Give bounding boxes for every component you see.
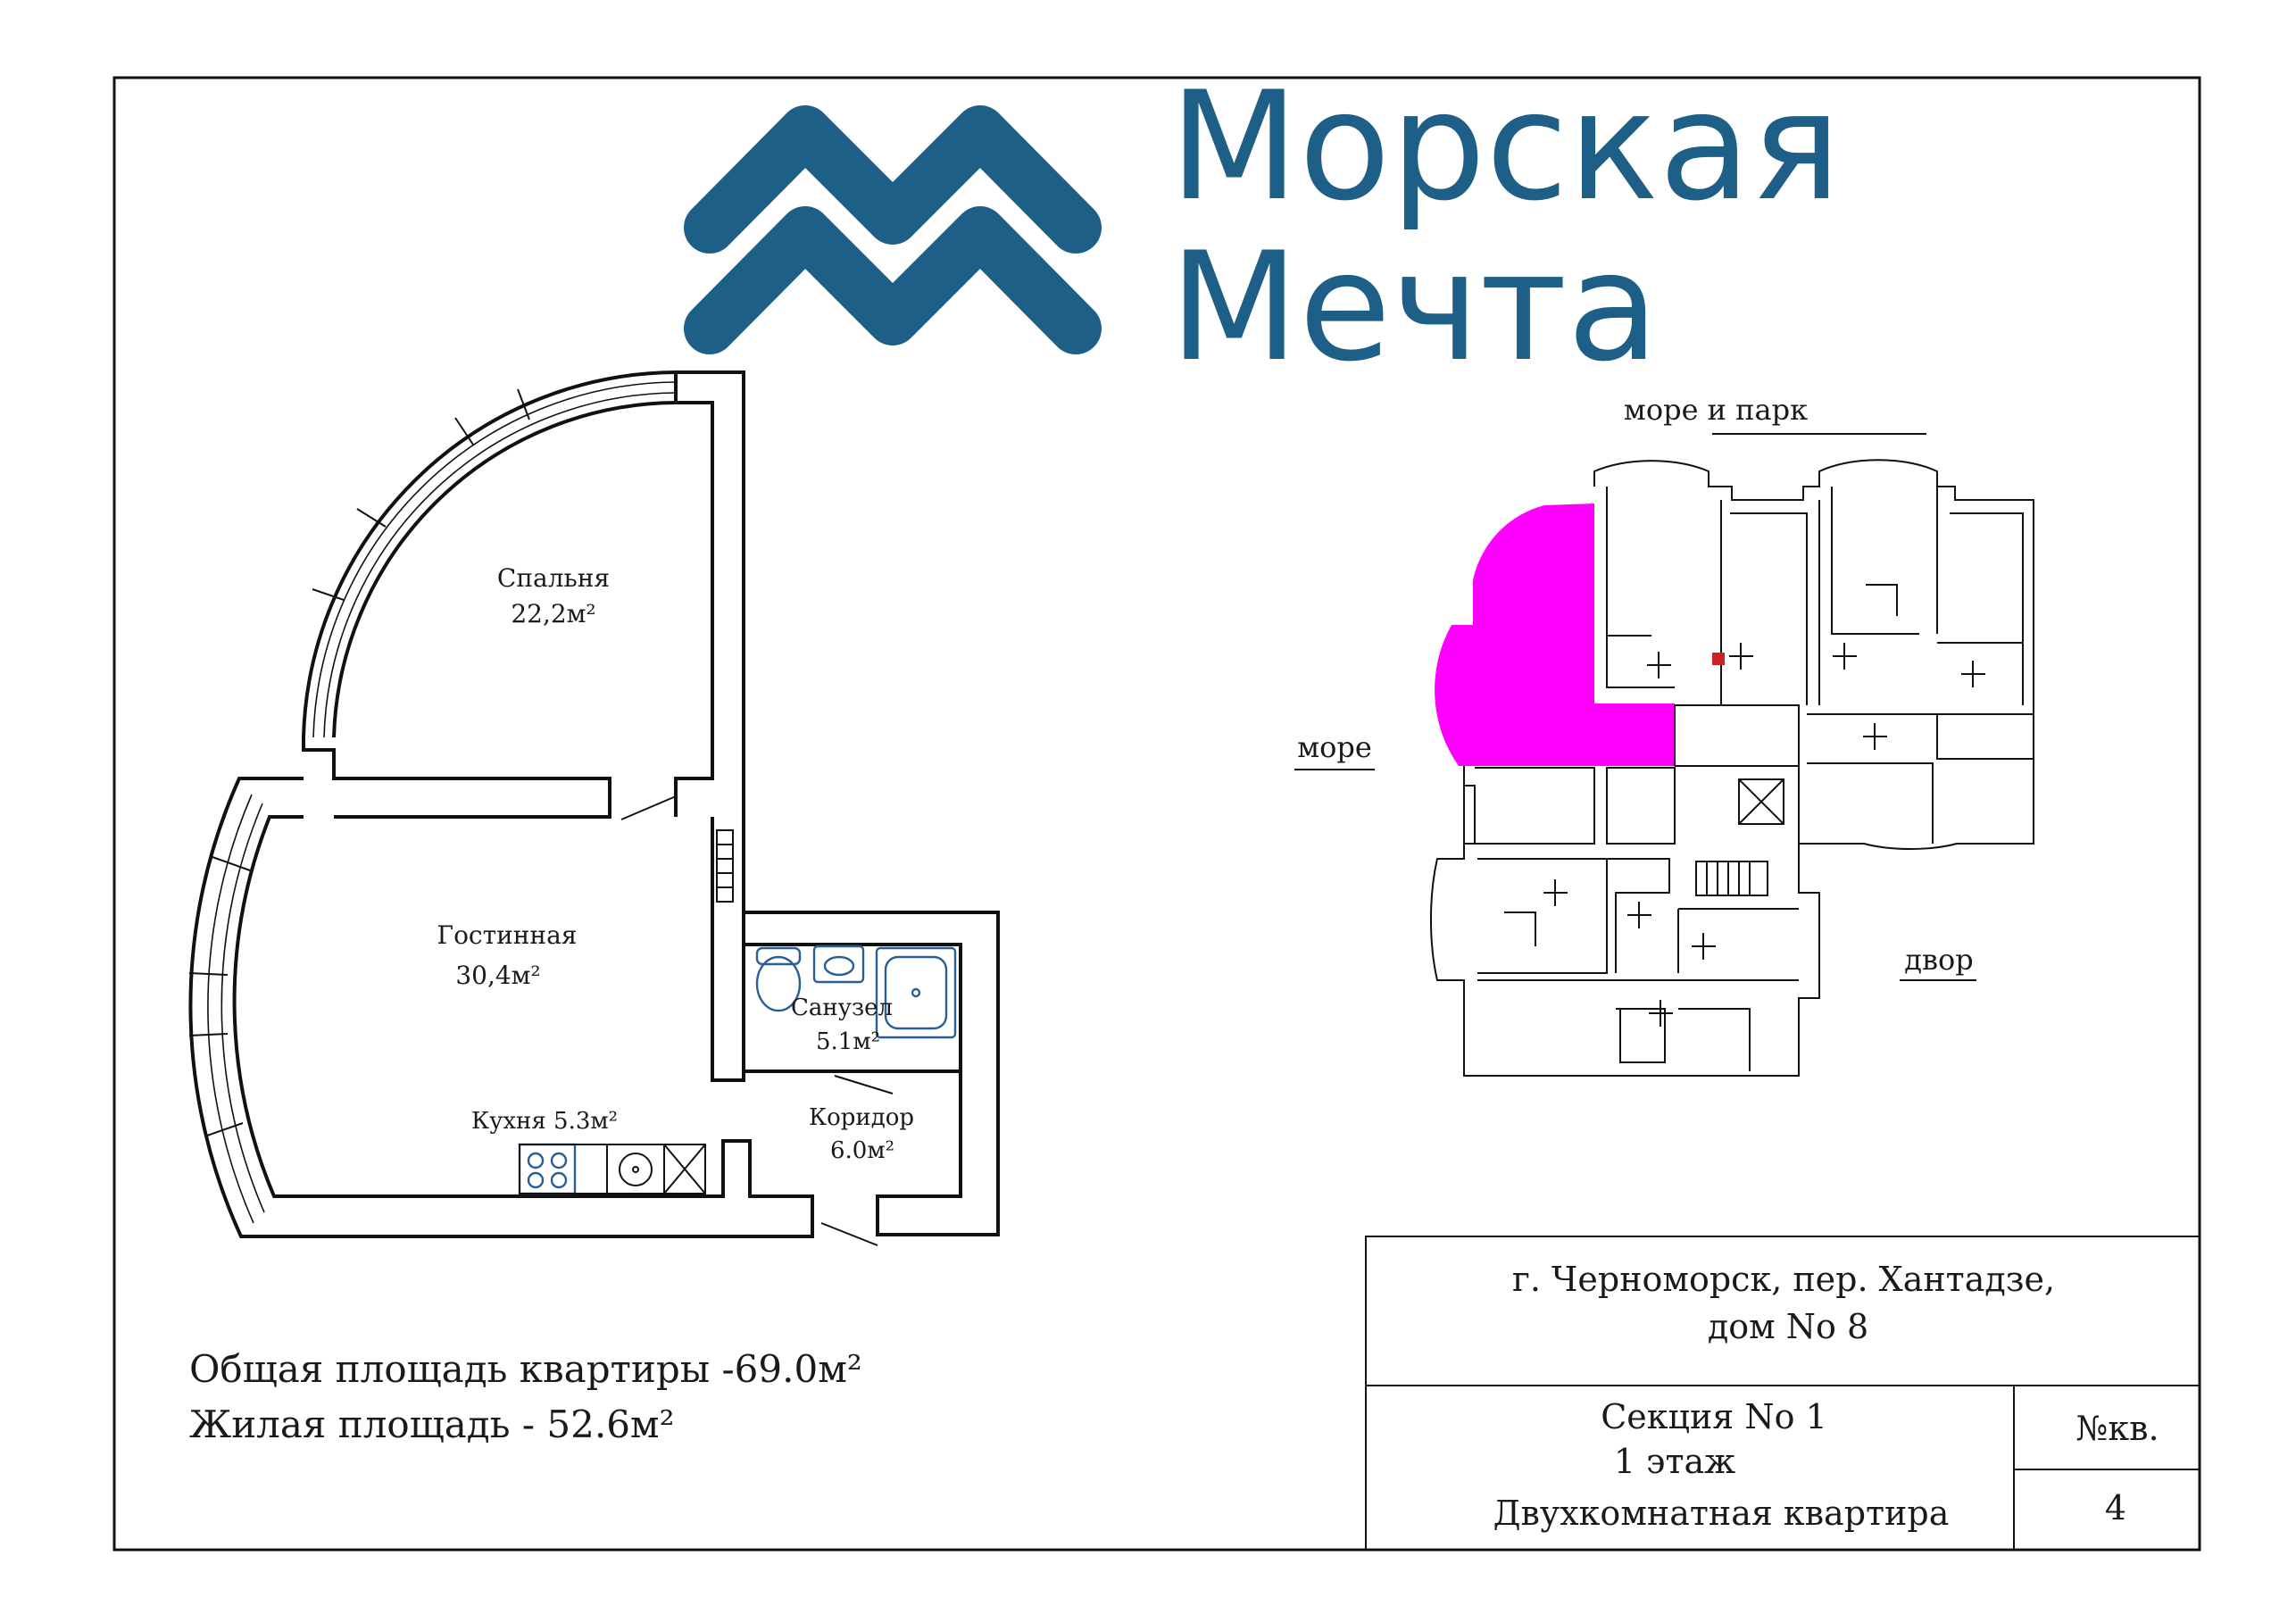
bedroom-area: 22,2м² [511, 599, 595, 628]
radiator-icon [716, 829, 734, 903]
key-label-sea-park: море и парк [1624, 393, 1808, 427]
bedroom-inner-wall [332, 401, 677, 738]
toilet-icon [755, 946, 802, 1012]
kitchen-label: Кухня 5.3м² [471, 1108, 618, 1135]
key-label-sea: море [1297, 730, 1372, 764]
stairs-icon [1695, 861, 1768, 896]
living-area-total: Жилая площадь - 52.6м² [189, 1402, 674, 1446]
bedroom-outer-wall [302, 370, 677, 738]
key-label-yard: двор [1904, 943, 1973, 977]
living-area: 30,4м² [455, 961, 540, 990]
bathroom-area: 5.1м² [816, 1028, 880, 1055]
address-line1: г. Черноморск, пер. Хантадзе, [1512, 1260, 2055, 1299]
logo-wave-icon [684, 105, 1102, 354]
fridge-icon [663, 1144, 706, 1194]
apt-number-value: 4 [2105, 1488, 2126, 1527]
total-area: Общая площадь квартиры -69.0м² [189, 1347, 862, 1391]
bathroom-label: Санузел [791, 995, 893, 1021]
apartment-type: Двухкомнатная квартира [1493, 1494, 1950, 1533]
brand-logo: Морская Мечта [684, 59, 1841, 395]
logo-title-line1: Морская [1169, 59, 1841, 234]
section-number: Секция No 1 [1601, 1397, 1827, 1436]
location-marker [1712, 653, 1725, 665]
living-label: Гостинная [437, 920, 578, 950]
corridor-label: Коридор [809, 1104, 914, 1131]
elevator-icon [1738, 778, 1784, 825]
apt-number-label: №кв. [2076, 1409, 2159, 1448]
corridor-area: 6.0м² [830, 1137, 894, 1164]
living-outer-wall [188, 777, 814, 1238]
apartment-floor-plan: Спальня 22,2м² Гостинная 30,4м² Санузел … [188, 370, 1000, 1246]
sink-icon [812, 945, 865, 984]
sheet-frame [112, 76, 2201, 1552]
building-key-plan: море и парк море двор [1294, 393, 2034, 1077]
bedroom-label: Спальня [497, 563, 610, 593]
shower-icon [875, 946, 957, 1039]
highlighted-apartment [1435, 504, 1675, 766]
right-walls [676, 370, 1000, 1236]
address-line2: дом No 8 [1708, 1307, 1868, 1346]
floor-number: 1 этаж [1614, 1442, 1735, 1481]
title-block: г. Черноморск, пер. Хантадзе, дом No 8 С… [1365, 1236, 2200, 1551]
stove-icon [518, 1143, 577, 1195]
logo-title-line2: Мечта [1169, 220, 1659, 395]
kitchen-sink-icon [606, 1144, 665, 1194]
